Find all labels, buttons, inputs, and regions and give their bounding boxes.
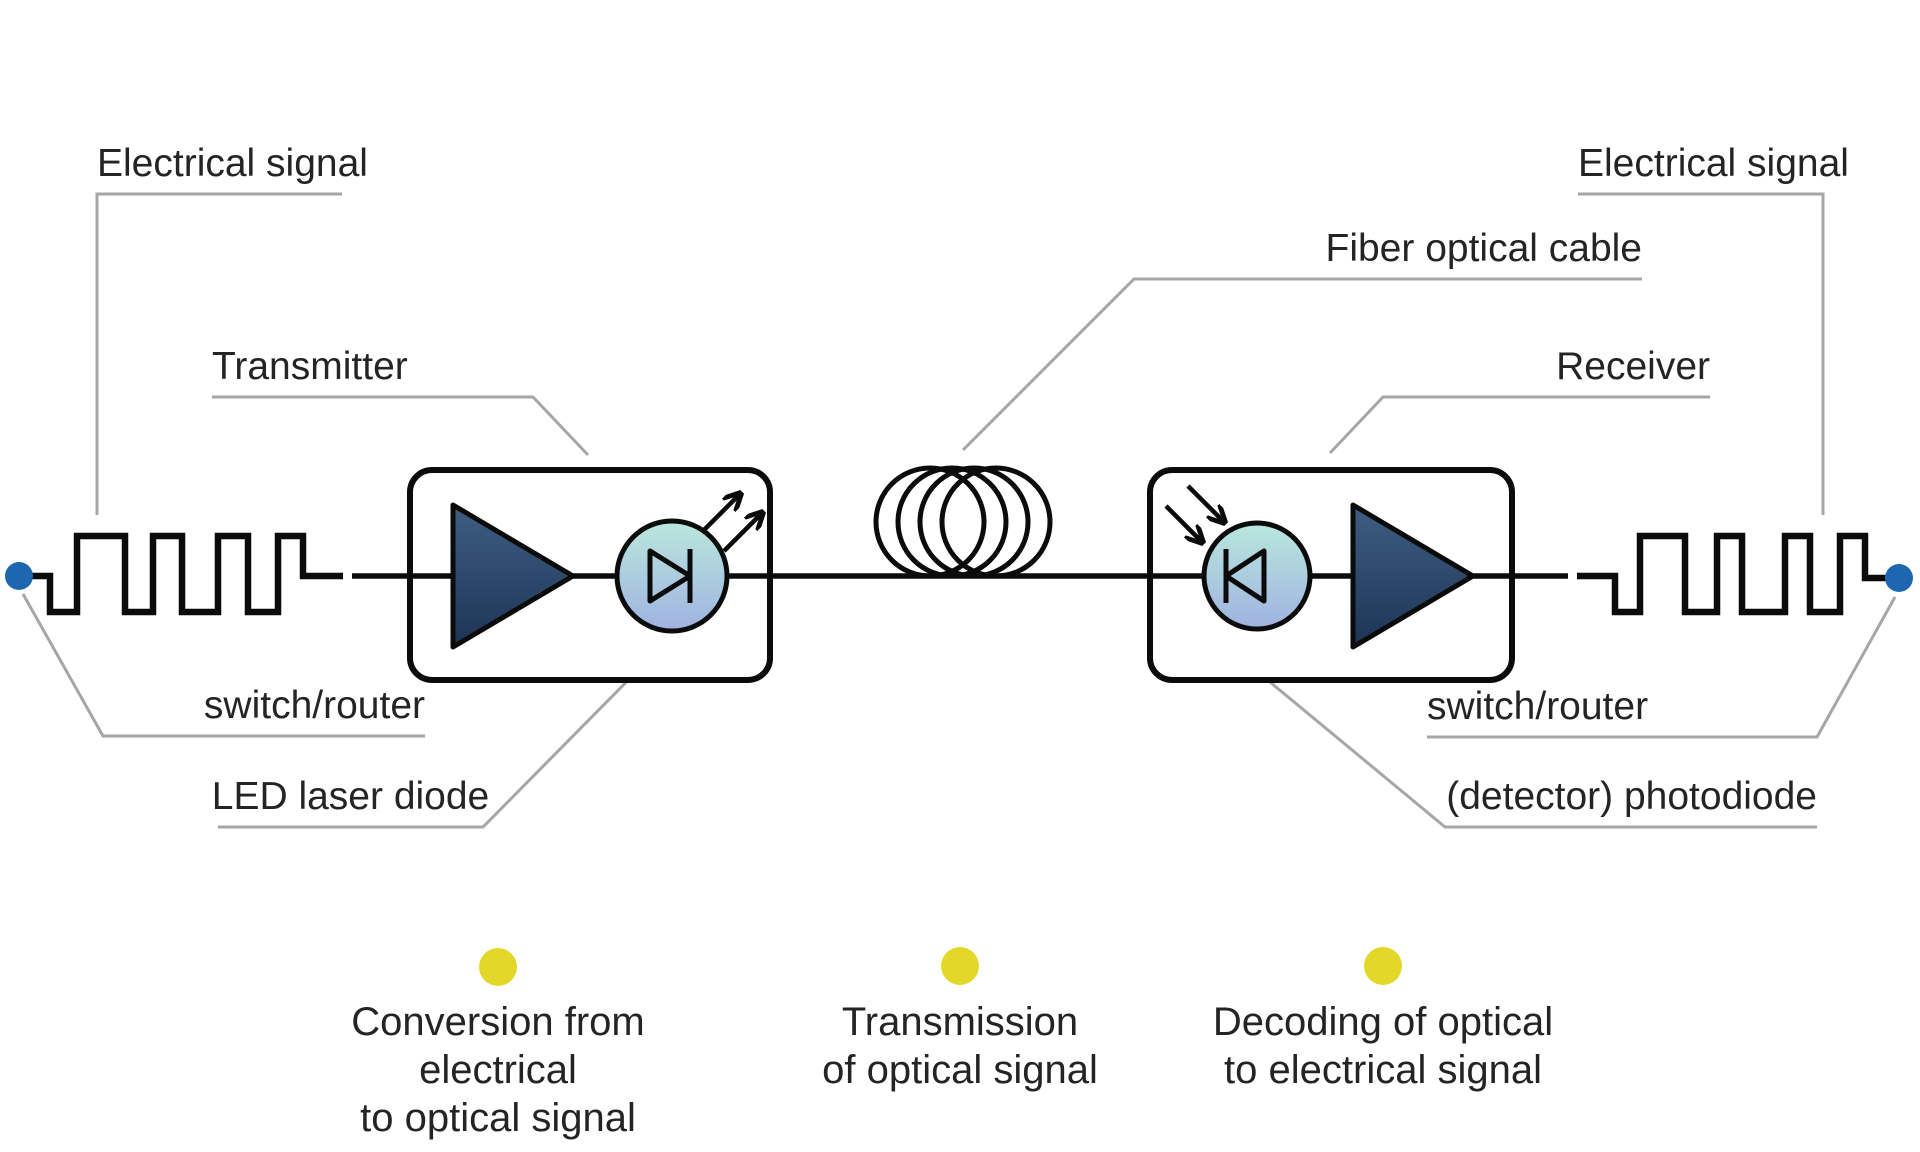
caption-transmission-line1: Transmission (841, 1000, 1079, 1044)
light-incident-arrows-icon (1164, 484, 1222, 540)
caption-conversion-line1: Conversion from electrical (351, 1000, 645, 1092)
photodiode-icon (1201, 520, 1313, 632)
caption-decoding: Decoding of optical to electrical signal (1173, 998, 1593, 1094)
step-marker-transmission (941, 947, 979, 985)
leader-line-switch-router-left (21, 593, 425, 738)
caption-conversion-line2: to optical signal (360, 1096, 636, 1140)
label-electrical-signal-right: Electrical signal (1578, 142, 1849, 185)
caption-transmission-line2: of optical signal (822, 1048, 1098, 1092)
leader-line-electrical-signal-left (95, 192, 342, 515)
electrical-waveform-left (19, 532, 343, 616)
label-switch-router-left: switch/router (203, 684, 425, 727)
amplifier-icon-receiver (1350, 502, 1476, 650)
leader-line-electrical-signal-right (1578, 192, 1825, 515)
step-marker-decoding (1364, 947, 1402, 985)
label-transmitter: Transmitter (212, 345, 408, 388)
leader-line-switch-router-right (1427, 596, 1897, 739)
amplifier-icon-transmitter (450, 502, 576, 650)
endpoint-dot-left (5, 562, 33, 590)
label-led-laser-diode: LED laser diode (211, 775, 490, 818)
light-emission-arrows-icon (700, 496, 760, 553)
caption-decoding-line1: Decoding of optical (1212, 1000, 1554, 1044)
fiber-coil-icon (873, 465, 1053, 579)
label-detector-photodiode: (detector) photodiode (1446, 775, 1817, 818)
leader-line-receiver (1328, 395, 1710, 455)
leader-line-led-laser-diode (218, 648, 660, 829)
label-fiber-optical-cable: Fiber optical cable (1325, 227, 1643, 270)
leader-line-detector-photodiode (1269, 680, 1817, 829)
electrical-waveform-right (1577, 532, 1899, 616)
endpoint-dot-right (1885, 564, 1913, 592)
label-receiver: Receiver (1556, 345, 1710, 388)
leader-line-fiber-optical-cable (961, 277, 1642, 452)
leader-line-transmitter (212, 395, 590, 457)
label-electrical-signal-left: Electrical signal (97, 142, 368, 185)
step-marker-conversion (479, 948, 517, 986)
caption-decoding-line2: to electrical signal (1224, 1048, 1542, 1092)
label-switch-router-right: switch/router (1427, 685, 1649, 728)
led-laser-diode-icon (614, 518, 730, 634)
caption-transmission: Transmission of optical signal (750, 998, 1170, 1094)
caption-conversion: Conversion from electrical to optical si… (288, 998, 708, 1142)
